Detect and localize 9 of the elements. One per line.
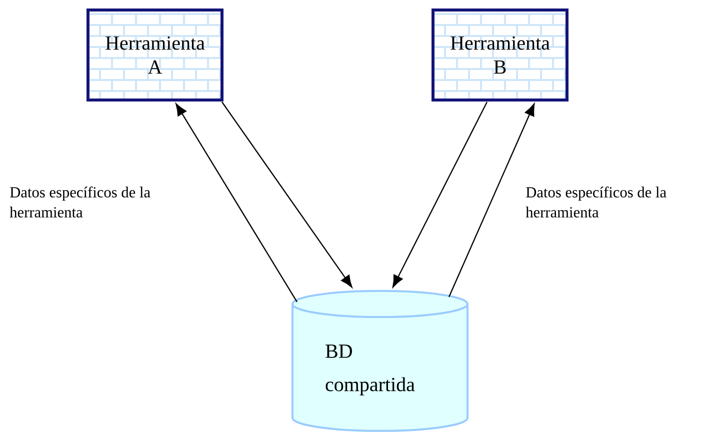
arrow	[448, 104, 535, 298]
tool-box: Herramienta B	[432, 8, 569, 102]
arrow	[392, 102, 488, 288]
arrow	[176, 103, 298, 302]
arrow	[222, 102, 352, 288]
edge-label: Datos específicos de la herramienta	[526, 186, 666, 218]
edge-label: Datos específicos de la herramienta	[10, 186, 150, 218]
tool-box: Herramienta A	[86, 8, 224, 102]
database-cylinder: BD compartida	[292, 290, 468, 432]
